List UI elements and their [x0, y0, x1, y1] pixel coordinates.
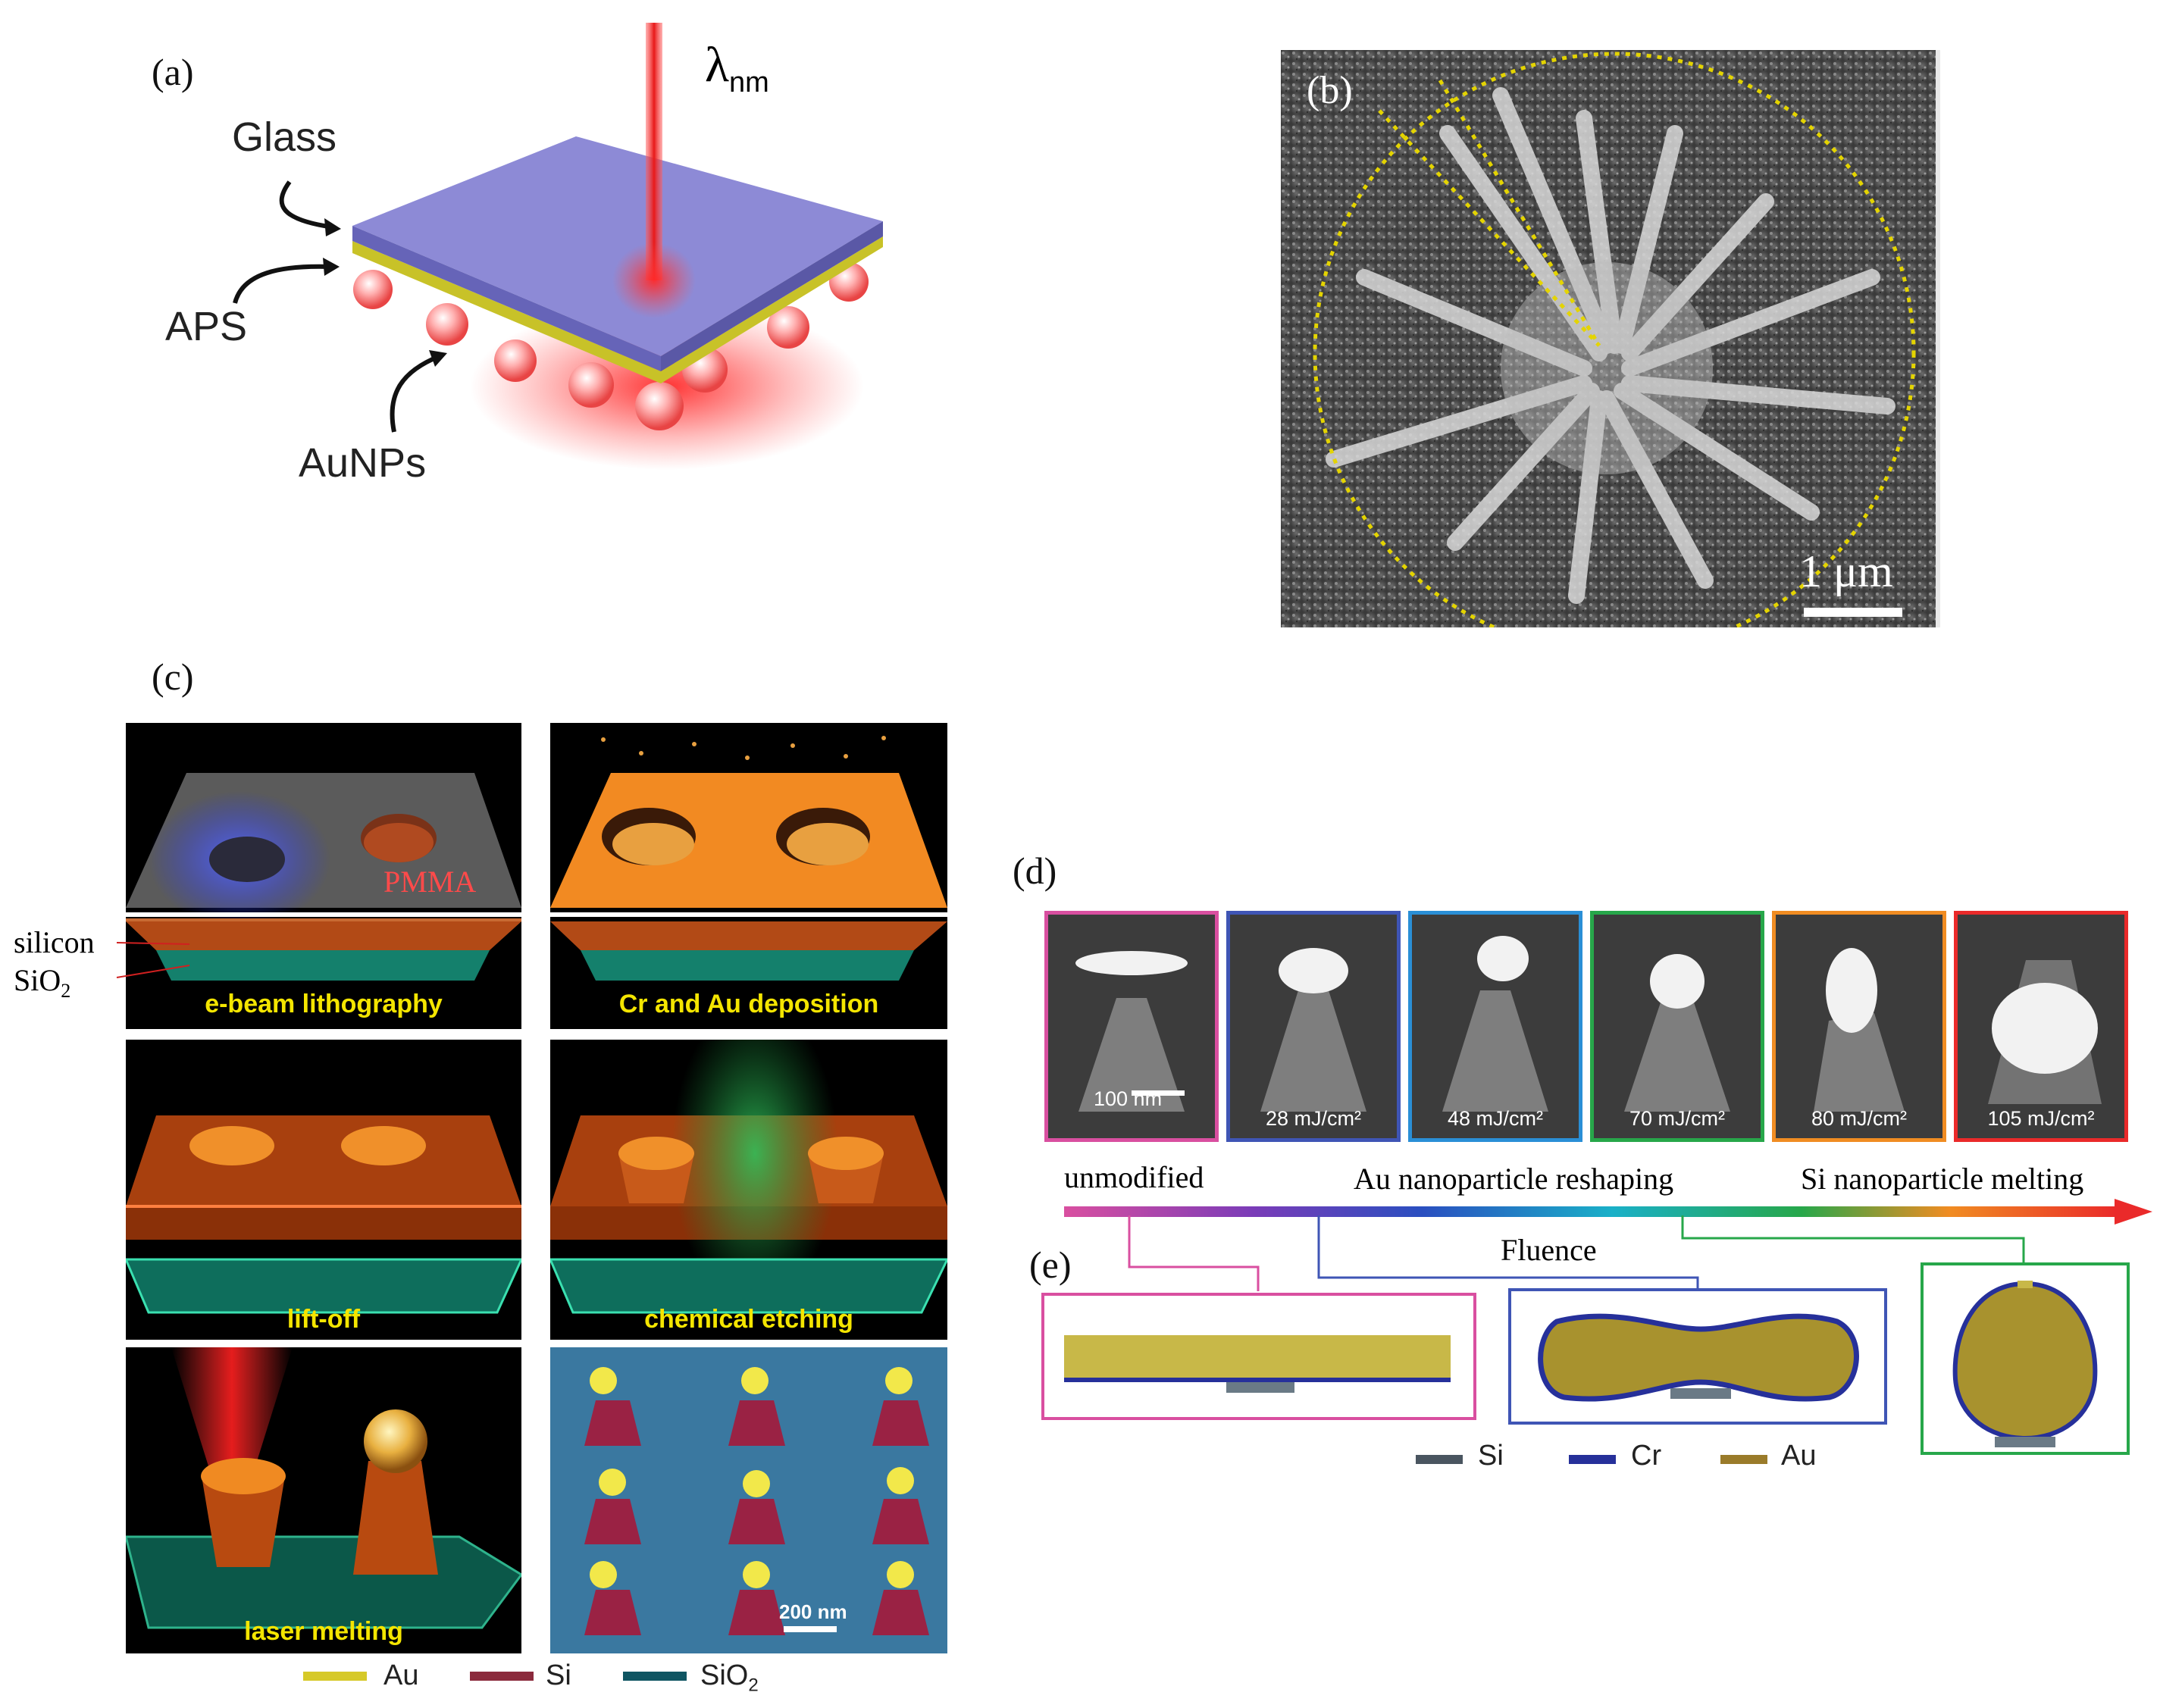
panel-b-sem-image: (b) 1 μm: [1281, 50, 1940, 627]
sim-frame-melting: [1921, 1262, 2130, 1455]
legend-swatch-au-e: [1720, 1455, 1767, 1464]
ablation-boundary: [1313, 52, 1916, 627]
dotted-guide: [1378, 109, 1601, 347]
legend-sio2-sub: 2: [748, 1675, 759, 1696]
legend-label-au: Au: [383, 1660, 419, 1691]
legend-swatch-si-e: [1416, 1455, 1463, 1464]
connector-lines: [1128, 1215, 2025, 1291]
step-laser-melting: laser melting: [126, 1347, 521, 1653]
legend-swatch-cr: [1569, 1455, 1616, 1464]
legend-swatch-si: [470, 1672, 534, 1681]
sem-frame-80: 80 mJ/cm²: [1772, 911, 1946, 1142]
step-caption: e-beam lithography: [205, 990, 443, 1018]
wavelength-label: λnm: [705, 36, 769, 99]
sem-frame-48: 48 mJ/cm²: [1408, 911, 1582, 1142]
sem-frame-28: 28 mJ/cm²: [1226, 911, 1401, 1142]
legend-label-si: Si: [546, 1660, 571, 1691]
scale-bar: [784, 1626, 837, 1632]
aps-arrow: [233, 264, 331, 304]
legend-swatch-au: [303, 1672, 367, 1681]
dotted-guide: [1438, 79, 1601, 347]
unmodified-label: unmodified: [1064, 1160, 1204, 1194]
legend-sio2-text: SiO: [700, 1660, 749, 1691]
glass-label: Glass: [232, 114, 337, 160]
aps-arrowhead: [323, 258, 340, 276]
nanostructure-grid: [584, 1367, 929, 1635]
legend-label-au-e: Au: [1781, 1440, 1817, 1472]
aunps-label: AuNPs: [299, 440, 427, 486]
au-nanoparticle: [353, 270, 393, 309]
glass-arrow: [279, 180, 334, 230]
glass-arrowhead: [324, 218, 341, 236]
frame-label: 70 mJ/cm²: [1629, 1107, 1725, 1130]
label-pointers: [116, 942, 190, 978]
scale-bar: [1804, 608, 1902, 617]
silicon-label: silicon: [14, 925, 95, 959]
aunps-arrow: [390, 354, 441, 433]
panel-b-scale-text: 1 μm: [1799, 546, 1893, 596]
reshaping-label: Au nanoparticle reshaping: [1354, 1162, 1674, 1196]
sio2-subscript: 2: [61, 980, 71, 1002]
glass-top: [352, 136, 883, 356]
step-caption: Cr and Au deposition: [618, 990, 879, 1018]
panel-a-label: (a): [152, 51, 194, 93]
sem-frame-105: 105 mJ/cm²: [1954, 911, 2128, 1142]
step-caption: chemical etching: [644, 1305, 853, 1334]
au-nanoparticle: [494, 339, 537, 382]
panel-c-scale-text: 200 nm: [779, 1600, 847, 1623]
au-nanoparticle: [426, 303, 468, 346]
glass-front: [352, 226, 661, 371]
glass-side: [661, 221, 883, 371]
step-caption: lift-off: [286, 1305, 361, 1334]
ablation-center: [1501, 262, 1713, 474]
sio2-text: SiO: [14, 963, 61, 997]
fluence-label: Fluence: [1501, 1233, 1597, 1267]
glass-aps-schematic: [233, 23, 883, 470]
legend-label-sio2: SiO2: [700, 1660, 759, 1697]
au-nanoparticle: [568, 362, 614, 408]
sem-frame-70: 70 mJ/cm²: [1590, 911, 1764, 1142]
laser-spot-glow: [612, 242, 696, 318]
sio2-label: SiO2: [14, 962, 70, 1003]
melting-label: Si nanoparticle melting: [1801, 1162, 2084, 1196]
panel-e-label: (e): [1029, 1243, 1072, 1286]
au-nanoparticle: [635, 382, 684, 430]
frame-label: 28 mJ/cm²: [1265, 1107, 1361, 1130]
step-cr-au-deposition: Cr and Au deposition: [550, 723, 947, 1029]
panel-b-label: (b): [1307, 69, 1353, 112]
aps-label: APS: [165, 304, 248, 349]
frame-label: 100 nm: [1094, 1087, 1163, 1110]
pmma-label: PMMA: [383, 865, 477, 899]
au-nanoparticle: [767, 306, 809, 349]
legend-label-si-e: Si: [1478, 1440, 1504, 1472]
step-ebeam-lithography: PMMA e-beam lithography: [126, 723, 521, 1029]
sim-frame-reshaping: [1508, 1288, 1887, 1425]
wavelength-subscript: nm: [729, 67, 769, 99]
aps-layer: [352, 236, 883, 383]
step-caption: laser melting: [244, 1617, 403, 1646]
step-chemical-etching: chemical etching: [550, 1040, 947, 1340]
wavelength-symbol: λ: [705, 37, 730, 92]
step-lift-off: lift-off: [126, 1040, 521, 1340]
laser-beam: [646, 23, 662, 280]
frame-label: 80 mJ/cm²: [1811, 1107, 1907, 1130]
legend-swatch-sio2: [623, 1672, 687, 1681]
fluence-arrow: [1064, 1199, 2152, 1225]
step-sem-result: 200 nm: [550, 1347, 947, 1653]
legend-label-cr: Cr: [1631, 1440, 1662, 1472]
panel-c-label: (c): [152, 655, 194, 698]
ablation-streaks: [1326, 87, 1895, 604]
sim-frame-unmodified: [1041, 1293, 1476, 1420]
panel-d-label: (d): [1013, 849, 1057, 892]
frame-label: 105 mJ/cm²: [1987, 1107, 2095, 1130]
frame-label: 48 mJ/cm²: [1447, 1107, 1543, 1130]
aunps-arrowhead: [429, 350, 447, 367]
sem-frame-unmodified: 100 nm: [1044, 911, 1219, 1142]
